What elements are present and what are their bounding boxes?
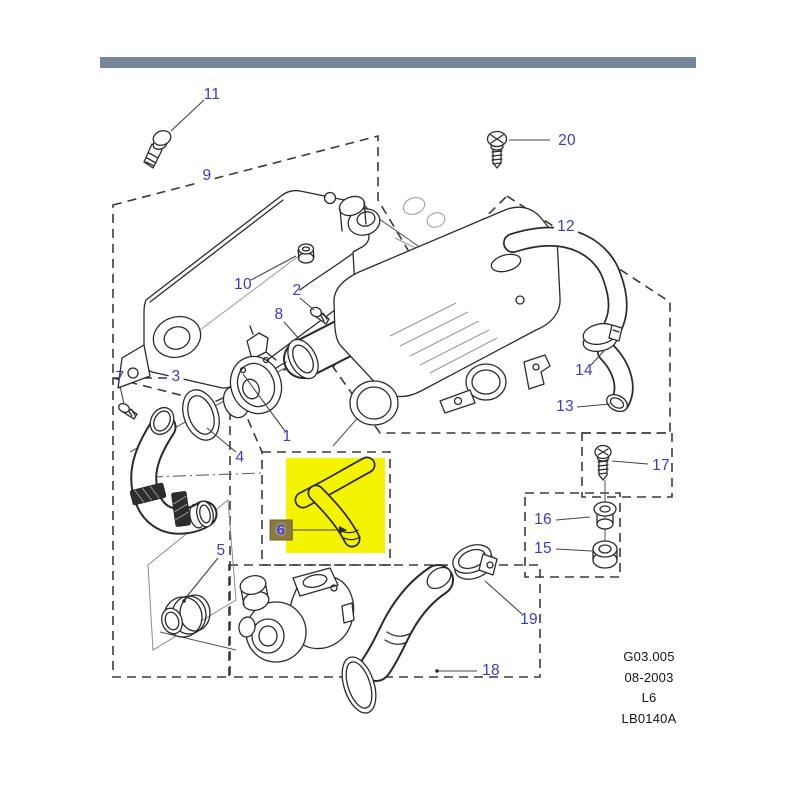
callout-7[interactable]: 7 (115, 369, 125, 386)
info-line: L6 (641, 690, 657, 706)
bolt-part-11 (143, 130, 172, 169)
callout-14[interactable]: 14 (575, 362, 593, 379)
info-line: LB0140A (621, 710, 677, 726)
intake-manifold-part (333, 195, 561, 426)
callout-2[interactable]: 2 (292, 282, 302, 299)
throttle-body-part-1 (222, 325, 287, 419)
callout-12[interactable]: 12 (554, 218, 578, 236)
callout-20[interactable]: 20 (558, 132, 576, 149)
callout-3[interactable]: 3 (168, 368, 184, 386)
screw-part-20 (486, 130, 508, 169)
callout-9[interactable]: 9 (199, 167, 215, 185)
info-line: G03.005 (623, 649, 675, 664)
callout-11[interactable]: 11 (203, 86, 221, 103)
leader-lines (119, 99, 649, 673)
clamp-part-19 (452, 544, 498, 580)
bolt-part-7 (118, 403, 138, 420)
grommet-part-10 (297, 243, 315, 264)
bushing-part-16 (593, 501, 617, 530)
screw-part-17 (594, 444, 612, 481)
oring-part-4 (182, 389, 220, 441)
callout-8[interactable]: 8 (274, 306, 284, 323)
grommet-part-15 (592, 540, 618, 569)
intake-hose-part-3 (129, 406, 218, 535)
hose-part-18 (341, 564, 454, 714)
callout-18[interactable]: 18 (482, 662, 500, 679)
callout-15[interactable]: 15 (534, 540, 552, 557)
callout-10[interactable]: 10 (234, 276, 252, 293)
sleeve-part-5 (161, 594, 211, 638)
callout-17[interactable]: 17 (652, 457, 670, 474)
callout-19[interactable]: 19 (520, 611, 538, 628)
info-line: 08-2003 (624, 669, 674, 685)
turbocharger-part (238, 567, 355, 663)
callout-16[interactable]: 16 (534, 511, 552, 528)
header-bar (100, 57, 696, 68)
callout-13[interactable]: 13 (556, 398, 574, 415)
callout-6[interactable]: 6 (269, 519, 293, 541)
callout-5[interactable]: 5 (216, 542, 226, 559)
engine-cover-part (117, 189, 381, 389)
callout-4[interactable]: 4 (235, 449, 245, 466)
callout-1[interactable]: 1 (282, 428, 292, 445)
hose-part-13-clamp-14 (503, 226, 634, 413)
hose-part-6[interactable] (294, 456, 376, 548)
